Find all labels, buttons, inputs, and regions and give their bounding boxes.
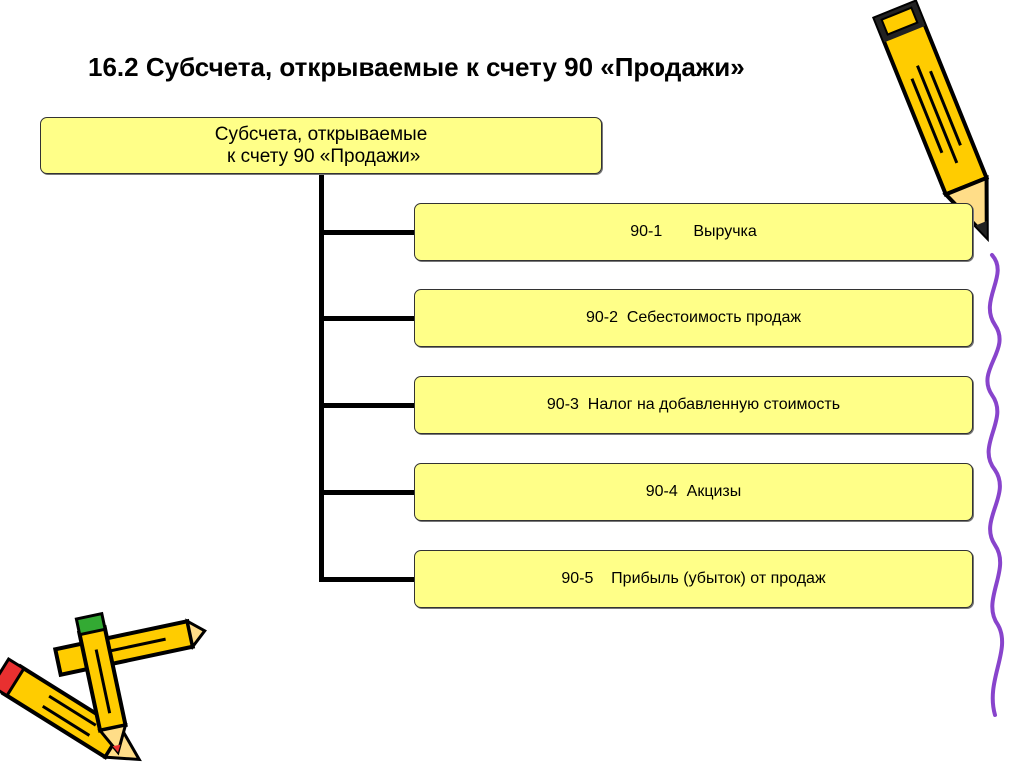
tree-trunk-connector bbox=[319, 174, 324, 582]
subaccount-node-90-4: 90-4 Акцизы bbox=[414, 463, 973, 521]
subaccount-node-90-1: 90-1 Выручка bbox=[414, 203, 973, 261]
crossed-pencils-icon bbox=[0, 611, 207, 762]
wavy-line-decoration bbox=[985, 253, 1005, 717]
subaccount-node-90-5: 90-5 Прибыль (убыток) от продаж bbox=[414, 550, 973, 608]
branch-connector bbox=[319, 230, 415, 235]
subaccount-node-90-2: 90-2 Себестоимость продаж bbox=[414, 289, 973, 347]
root-node-line2: к счету 90 «Продажи» bbox=[221, 145, 421, 167]
root-node: Субсчета, открываемые к счету 90 «Продаж… bbox=[40, 117, 602, 174]
branch-connector bbox=[319, 490, 415, 495]
root-node-line1: Субсчета, открываемые bbox=[214, 123, 428, 145]
slide-title: 16.2 Субсчета, открываемые к счету 90 «П… bbox=[88, 52, 745, 82]
branch-connector bbox=[319, 316, 415, 321]
subaccount-node-90-3: 90-3 Налог на добавленную стоимость bbox=[414, 376, 973, 434]
branch-connector bbox=[319, 577, 415, 582]
branch-connector bbox=[319, 403, 415, 408]
